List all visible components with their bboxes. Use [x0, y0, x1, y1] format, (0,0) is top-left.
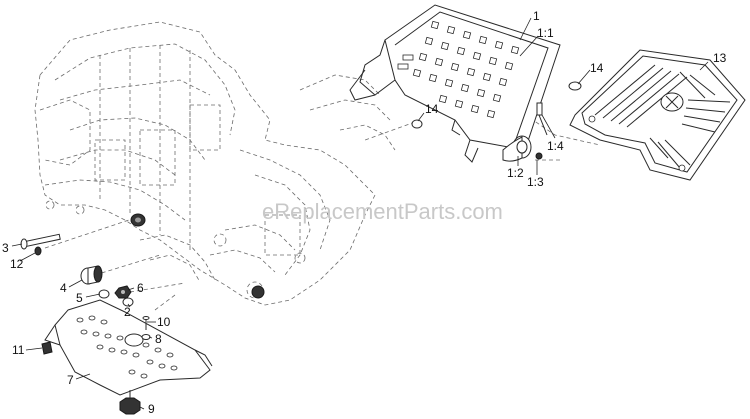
callout-1: 1 — [533, 9, 540, 23]
knob-9 — [119, 390, 141, 415]
callout-1-4: 1:4 — [547, 139, 564, 153]
skid-plate — [44, 299, 213, 396]
callout-5: 5 — [76, 291, 83, 305]
washer-5 — [98, 289, 110, 299]
spacer-1-2 — [502, 135, 532, 162]
callout-14-deck: 14 — [425, 102, 439, 116]
callout-11: 11 — [12, 343, 25, 357]
callout-3: 3 — [2, 241, 9, 255]
bumper-14-deck — [411, 119, 423, 129]
skid-holes — [76, 315, 178, 379]
callout-9: 9 — [148, 402, 155, 416]
washer-2 — [122, 297, 134, 307]
callout-1-2: 1:2 — [507, 166, 524, 180]
callout-2: 2 — [124, 305, 131, 319]
mat-ribs — [594, 64, 731, 169]
deck-tread-grid — [412, 20, 520, 119]
callout-10: 10 — [157, 315, 171, 329]
deck-logo-emboss — [397, 54, 414, 70]
callout-8: 8 — [155, 332, 162, 346]
screw-10 — [142, 316, 150, 330]
callout-7: 7 — [67, 373, 74, 387]
washer-12 — [34, 246, 42, 256]
pin-1-4 — [536, 102, 548, 136]
assembly-lines — [44, 117, 601, 311]
leader-lines — [11, 17, 709, 410]
nut-6 — [114, 285, 132, 299]
pivot-bushing — [130, 213, 265, 299]
callout-4: 4 — [60, 281, 67, 295]
bushing-4 — [80, 265, 103, 285]
mat-center-logo — [660, 92, 684, 112]
callout-13: 13 — [713, 51, 727, 65]
callout-labels: 1 1:1 1:2 1:3 1:4 2 3 4 5 6 7 8 9 10 11 … — [2, 9, 727, 416]
floor-mat — [569, 49, 746, 181]
washer-8 — [141, 334, 151, 340]
callout-1-3: 1:3 — [527, 175, 544, 189]
callout-14-mat: 14 — [590, 61, 604, 75]
main-frame-phantom — [34, 21, 396, 306]
clip-11 — [41, 341, 53, 355]
watermark-text: eReplacementParts.com — [262, 199, 503, 224]
bolt-3 — [20, 233, 61, 250]
foot-deck — [349, 4, 561, 163]
callout-6: 6 — [137, 281, 144, 295]
callout-12: 12 — [10, 257, 24, 271]
nut-1-3 — [535, 152, 543, 160]
callout-1-1: 1:1 — [537, 26, 554, 40]
